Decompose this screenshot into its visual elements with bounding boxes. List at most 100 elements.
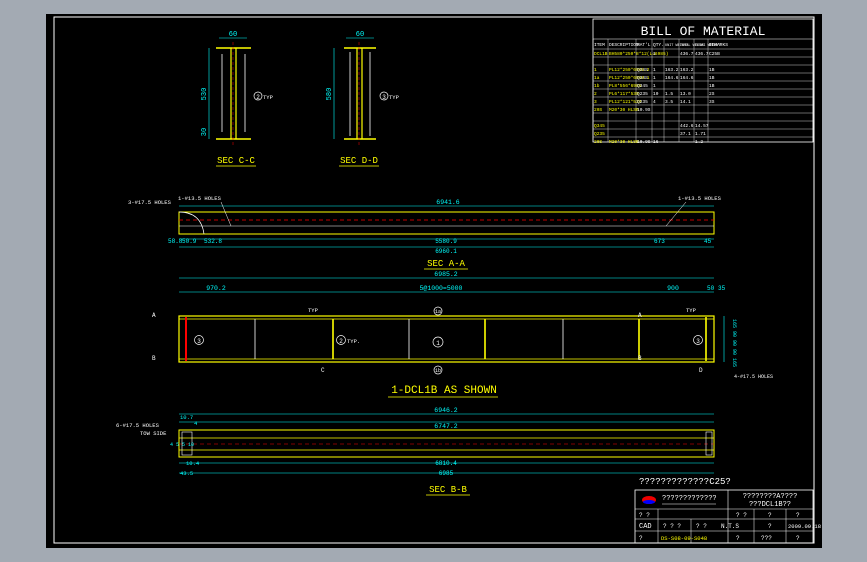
elev-callout-1: 1 xyxy=(436,340,440,347)
elev-callout-3-left: 3 xyxy=(197,338,201,345)
bom-cell-6-7: 3S xyxy=(709,99,715,105)
tb-company: ????????????? xyxy=(662,495,717,503)
bom-cell-5-0: 2 xyxy=(594,91,597,97)
bom-cell-6-5: 14.1 xyxy=(680,99,691,105)
bom-cell-3-3: 1 xyxy=(653,75,656,81)
stiffeners xyxy=(254,317,707,361)
bom-cell-11-0: 20S xyxy=(594,139,602,145)
beam-outline xyxy=(178,315,715,363)
bom-cell-11-1: M20*30 HLSB xyxy=(609,139,639,145)
bom-cell-2-0: 1 xyxy=(594,67,597,73)
elev-typ-c: TYP xyxy=(308,307,318,314)
elev-label-b-left: B xyxy=(152,355,156,362)
bom-cell-9-5: 442.6 xyxy=(680,123,694,129)
bom-header-4: UNIT WEIGHT xyxy=(665,44,688,48)
elev-dim-end1: 50 xyxy=(707,285,715,292)
bom-header-7: REMARKS xyxy=(709,42,728,48)
bom-header-3: QTY. xyxy=(653,42,664,48)
bom-header-2: MAT'L xyxy=(637,42,651,48)
elev-label-d: D xyxy=(699,367,703,374)
bom-cell-2-5: 163.2 xyxy=(680,67,694,73)
bom-cell-4-3: 1 xyxy=(653,83,656,89)
tb-q-row-3: ? xyxy=(768,512,772,519)
section-a-a: 6941.6 3-#17.5 HOLES 1-#13.5 HOLES 1-#13… xyxy=(128,195,722,270)
bom-cell-0-0: DCL1B xyxy=(594,51,608,57)
dd-callout-circle xyxy=(379,91,389,101)
dd-height-dim: 580 xyxy=(326,88,334,101)
bom-cell-10-0: Q235 xyxy=(594,131,605,137)
elev-callout-1b: 1b xyxy=(435,368,441,374)
tb-cad: CAD xyxy=(639,523,652,531)
bom-cell-3-4: 164.6 xyxy=(665,75,679,81)
aa-dim-3: 532.8 xyxy=(204,238,222,245)
bom-cell-2-7: 1B xyxy=(709,67,715,73)
tb-q-row-2: ? ? xyxy=(736,512,747,519)
title-block: ?????????????C25? ????????????? ????????… xyxy=(634,477,821,544)
bom-cell-0-7: C25B xyxy=(709,51,720,57)
bom-cell-10-6: 1.71 xyxy=(695,131,706,137)
bb-bottom-dim-2: 6985 xyxy=(439,470,454,477)
bom-header-6: TOTAL WEIGHT xyxy=(695,44,720,48)
tb-q-row-4: ? xyxy=(796,512,800,519)
bb-top-dim: 6946.2 xyxy=(434,407,458,414)
section-c-c: 60 530 30 2 TYP SEC C-C xyxy=(201,31,273,167)
bom-cell-2-4: 163.2 xyxy=(665,67,679,73)
bom-cell-3-5: 164.6 xyxy=(680,75,694,81)
tb-last-3: ??? xyxy=(761,535,772,542)
bom-cell-11-2: 10.9S xyxy=(637,139,651,145)
section-d-d: 60 580 3 TYP SEC D-D xyxy=(326,31,399,167)
bom-cell-6-3: 4 xyxy=(653,99,656,105)
bom-cell-3-1: PL12*250*6960.1 xyxy=(609,75,650,81)
cc-callout-note: TYP xyxy=(263,94,273,101)
bb-holes: 6-#17.5 HOLES xyxy=(116,422,160,429)
elev-label-b-right: B xyxy=(638,355,642,362)
bom-grid xyxy=(592,39,814,142)
bom-cell-5-5: 13.0 xyxy=(680,91,691,97)
bom-cell-0-5: 436.7 xyxy=(680,51,694,57)
bom-header-0: ITEM xyxy=(594,42,605,48)
bom-cell-4-1: PL8*556*6985 xyxy=(609,83,642,89)
bom-header-5: TOTAL WEIGHT xyxy=(680,44,705,48)
bom-cell-5-4: 1.5 xyxy=(665,91,673,97)
aa-dim-2: 50.9 xyxy=(182,238,197,245)
section-b-b: 6946.2 6747.2 6-#17.5 HOLES TOW SIDE 10.… xyxy=(116,407,715,496)
bom-cell-6-2: Q235 xyxy=(637,99,648,105)
tb-q-row: ? ? xyxy=(639,512,650,519)
bb-left-dim-1: 10.7 xyxy=(180,414,193,421)
elev-right-dims: 165 90 90 90 165 xyxy=(731,319,737,367)
bom-cell-4-2: Q345 xyxy=(637,83,648,89)
bom-cell-5-3: 10 xyxy=(653,91,659,97)
dd-callout-note: TYP xyxy=(389,94,399,101)
bom-cell-3-0: 1a xyxy=(594,75,600,81)
elev-label-a-right: A xyxy=(638,312,642,319)
bom-cell-5-7: 2S xyxy=(709,91,715,97)
tb-date: 2009.09.18 xyxy=(788,523,821,530)
aa-holes-left: 3-#17.5 HOLES xyxy=(128,199,172,206)
bom-title: BILL OF MATERIAL xyxy=(641,24,766,39)
bom-cell-7-1: M20*30 HLSB xyxy=(609,107,639,113)
bom-cell-2-1: PL12*250*6985.2 xyxy=(609,67,650,73)
elev-label-c: C xyxy=(321,367,325,374)
aa-dim-7: 45 xyxy=(704,238,712,245)
tb-last-4: ? xyxy=(796,535,800,542)
cc-callout-circle xyxy=(253,91,263,101)
aa-holes-mid: 1-#13.5 HOLES xyxy=(178,195,222,202)
cc-width-dim: 60 xyxy=(229,31,237,39)
aa-dim-1: 58.8 xyxy=(168,238,183,245)
tb-last-1: ? xyxy=(639,535,643,542)
bb-left-dim-3: 10.4 xyxy=(186,460,200,467)
bom-cell-6-0: 3 xyxy=(594,99,597,105)
bom-cell-5-2: Q235 xyxy=(637,91,648,97)
tb-cad-4: ? xyxy=(768,523,772,530)
bb-left-dim-4: 43.5 xyxy=(180,470,193,477)
aa-title: SEC A-A xyxy=(427,259,465,269)
elev-typ-d: TYP xyxy=(686,307,696,314)
bb-holes-side: TOW SIDE xyxy=(140,430,167,437)
bom-header-1: DESCRIPTION xyxy=(609,42,639,48)
elev-dim-left: 970.2 xyxy=(206,285,226,292)
bom-cell-3-2: Q345 xyxy=(637,75,648,81)
tb-cad-2: ? ? xyxy=(696,523,707,530)
